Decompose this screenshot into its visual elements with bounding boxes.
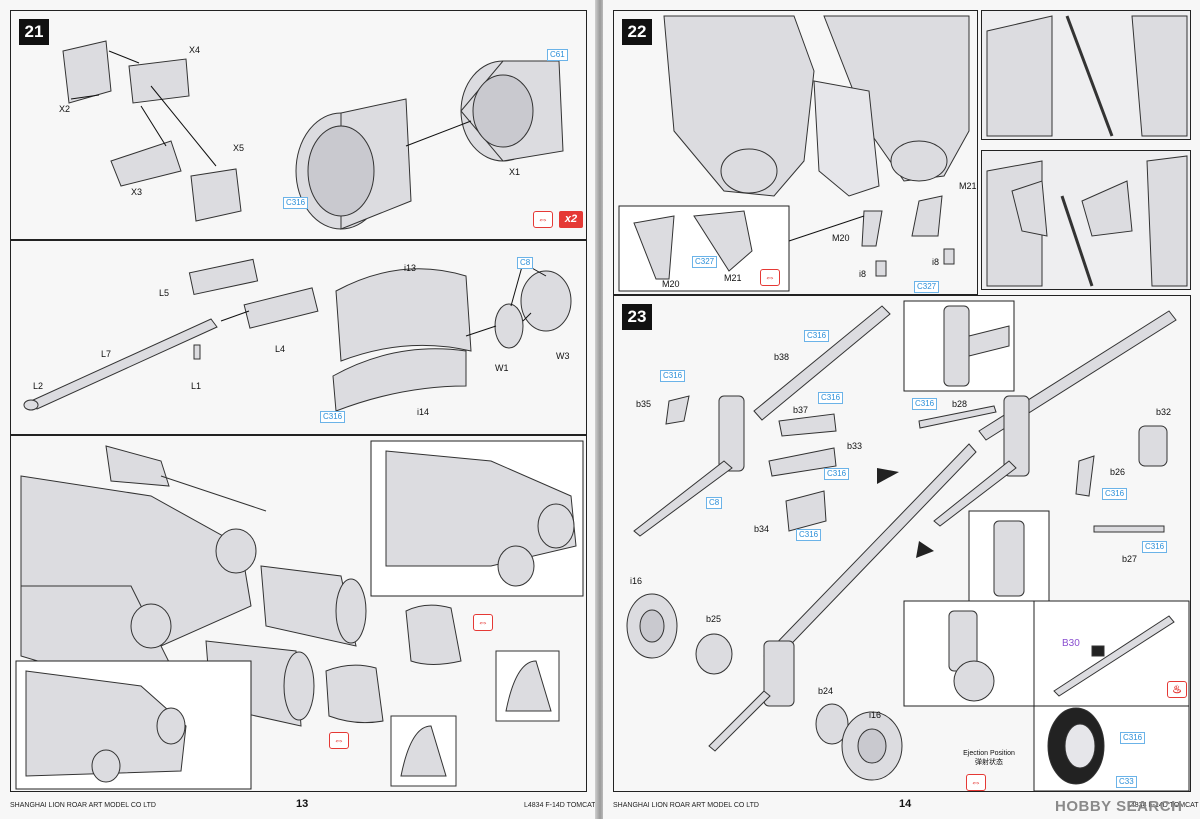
symmetry-icon: ⇔	[329, 732, 349, 749]
ejection-label-cn: 弹射状态	[975, 759, 1003, 766]
part-label-b38: b38	[774, 352, 790, 362]
callout-c8: C8	[517, 257, 534, 269]
detail-inset-upper	[981, 10, 1191, 140]
callout-c33: C33	[1116, 776, 1137, 788]
nozzle-step-illustration	[15, 440, 584, 790]
part-label-w1: W1	[495, 363, 509, 373]
part-label-w3: W3	[556, 351, 570, 361]
part-label-m21: M21	[959, 181, 977, 191]
part-label-b24: b24	[818, 686, 834, 696]
page-number: 14	[899, 798, 912, 810]
callout-c316: C316	[660, 370, 686, 382]
paint-icon: ♨	[1167, 681, 1187, 698]
part-label-i14: i14	[417, 407, 430, 417]
step-21-illustration	[62, 40, 564, 230]
part-label-i16: i16	[630, 576, 643, 586]
part-label-b26: b26	[1110, 467, 1126, 477]
part-label-x3: X3	[131, 187, 143, 197]
callout-c316: C316	[320, 411, 346, 423]
paint-label-b30: B30	[1062, 638, 1080, 649]
callout-c316: C316	[912, 398, 938, 410]
part-label-l5: L5	[159, 288, 170, 298]
part-label-m20: M20	[662, 279, 680, 289]
part-label-b27: b27	[1122, 554, 1138, 564]
step-22-panel: 22 M2	[613, 10, 978, 295]
page-14: 22 M2	[603, 0, 1200, 819]
part-label-b33: b33	[847, 441, 863, 451]
callout-c316: C316	[283, 197, 309, 209]
part-label-i8: i8	[859, 269, 867, 279]
ejection-label-en: Ejection Position	[963, 750, 1015, 757]
ejection-position-label: Ejection Position 弹射状态	[959, 749, 1019, 767]
part-label-b37: b37	[793, 405, 809, 415]
part-label-m21: M21	[724, 273, 742, 283]
step-number: 23	[622, 304, 652, 330]
detail-inset-lower-art	[986, 155, 1188, 287]
footer-company: SHANGHAI LION ROAR ART MODEL CO LTD	[613, 802, 759, 809]
callout-c327: C327	[914, 281, 940, 293]
footer-company: SHANGHAI LION ROAR ART MODEL CO LTD	[10, 802, 156, 809]
footer-product: L4834 F-14D TOMCAT	[524, 802, 596, 809]
gutter	[595, 0, 605, 819]
symmetry-icon: ⇔	[473, 614, 493, 631]
callout-c316: C316	[1142, 541, 1168, 553]
watermark: HOBBY SEARCH	[1055, 798, 1183, 815]
part-label-m20: M20	[832, 233, 850, 243]
part-label-x1: X1	[509, 167, 521, 177]
part-label-x5: X5	[233, 143, 245, 153]
detail-inset-lower	[981, 150, 1191, 290]
barrel-step-illustration	[23, 258, 572, 412]
part-label-x2: X2	[59, 104, 71, 114]
callout-c8: C8	[706, 497, 723, 509]
callout-c61: C61	[547, 49, 568, 61]
part-label-l4: L4	[275, 344, 286, 354]
callout-c316: C316	[1102, 488, 1128, 500]
part-label-l7: L7	[101, 349, 112, 359]
page-13: 21	[0, 0, 597, 819]
part-label-l2: L2	[33, 381, 44, 391]
symmetry-icon: ⇔	[760, 269, 780, 286]
part-label-b34: b34	[754, 524, 770, 534]
symmetry-icon: ⇔	[966, 774, 986, 791]
part-label-i16: i16	[869, 710, 882, 720]
callout-c316: C316	[1120, 732, 1146, 744]
callout-c316: C316	[796, 529, 822, 541]
step-number: 22	[622, 19, 652, 45]
page-number: 13	[296, 798, 309, 810]
part-label-i13: i13	[404, 263, 417, 273]
step-21-panel: 21	[10, 10, 587, 240]
step-23-panel: 23	[613, 295, 1191, 792]
nozzle-step-panel: ⇔ ⇔	[10, 435, 587, 792]
callout-c316: C316	[804, 330, 830, 342]
callout-c327: C327	[692, 256, 718, 268]
repeat-badge: x2	[559, 211, 583, 228]
part-label-x4: X4	[189, 45, 201, 55]
part-label-b32: b32	[1156, 407, 1172, 417]
callout-c316: C316	[824, 468, 850, 480]
footer-product: L4834 F-14D TOMCAT	[1127, 802, 1199, 809]
barrel-step-panel: L5 L7 L4 L1 L2 i13 i14 W1 W3 C8 C316	[10, 240, 587, 435]
callout-c316: C316	[818, 392, 844, 404]
part-label-b25: b25	[706, 614, 722, 624]
detail-inset-upper-art	[986, 15, 1188, 137]
part-label-b28: b28	[952, 399, 968, 409]
step-number: 21	[19, 19, 49, 45]
symmetry-icon: ⇔	[533, 211, 553, 228]
part-label-i8: i8	[932, 257, 940, 267]
part-label-l1: L1	[191, 381, 202, 391]
step-23-illustration	[626, 300, 1190, 791]
part-label-b35: b35	[636, 399, 652, 409]
step-22-illustration	[618, 15, 970, 292]
